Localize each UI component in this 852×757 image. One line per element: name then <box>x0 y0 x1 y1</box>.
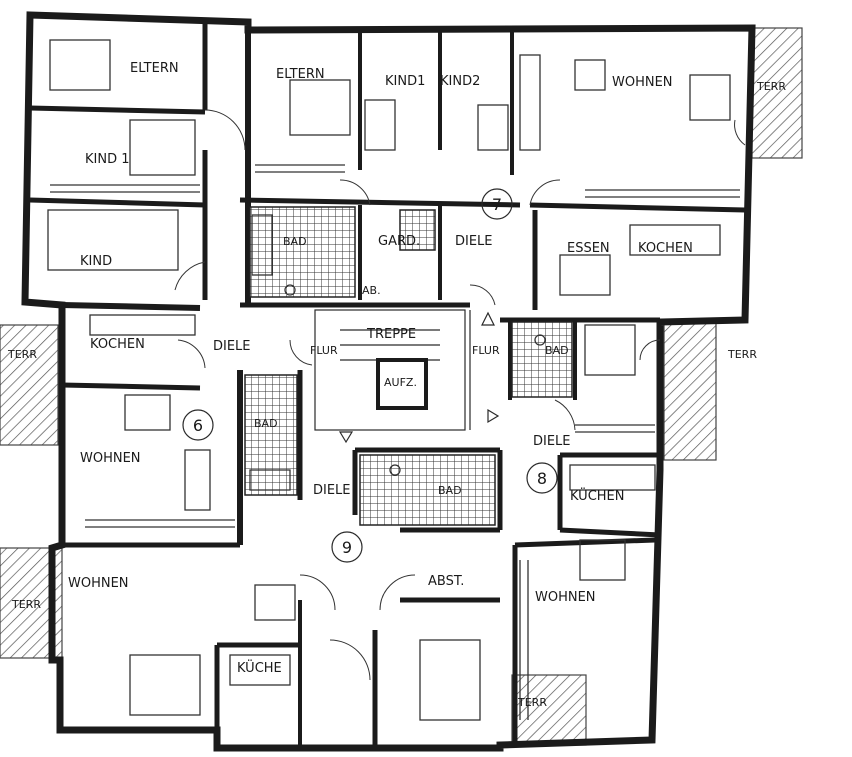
room-label-kind2-top: KIND2 <box>440 74 480 89</box>
room-label-wohnen-7: WOHNEN <box>612 75 673 90</box>
stair-arrows <box>338 311 500 444</box>
room-label-bad-6: BAD <box>254 417 278 430</box>
unit-number-7: 7 <box>492 195 502 214</box>
room-label-eltern-2: ELTERN <box>276 67 325 82</box>
room-labels: ELTERN KIND 1 KIND ELTERN KIND1 KIND2 WO… <box>7 61 786 709</box>
room-label-bad-7: BAD <box>283 235 307 248</box>
room-label-gard: GARD. <box>378 234 420 249</box>
room-label-ab: AB. <box>362 284 381 297</box>
room-label-terr-top-right: TERR <box>756 80 786 93</box>
room-label-essen: ESSEN <box>567 241 610 256</box>
room-label-kuchen-8: KÜCHEN <box>570 487 624 504</box>
unit-number-8: 8 <box>537 469 547 488</box>
room-label-wohnen-9: WOHNEN <box>68 576 129 591</box>
room-label-diele-8: DIELE <box>533 434 571 449</box>
room-label-kochen-7: KOCHEN <box>638 241 693 256</box>
room-label-flur-left: FLUR <box>310 344 338 357</box>
room-label-diele-7: DIELE <box>455 234 493 249</box>
room-label-diele-6: DIELE <box>213 339 251 354</box>
interior-walls <box>29 22 746 745</box>
room-label-aufz: AUFZ. <box>384 376 417 389</box>
room-label-wohnen-6: WOHNEN <box>80 451 141 466</box>
furniture <box>47 39 740 721</box>
room-label-flur-right: FLUR <box>472 344 500 357</box>
doors <box>174 109 746 681</box>
room-label-kuche-9: KÜCHE <box>237 659 282 676</box>
room-label-kind-left: KIND <box>80 254 112 269</box>
unit-number-9: 9 <box>342 538 352 557</box>
room-label-wohnen-8: WOHNEN <box>535 590 596 605</box>
room-label-kind1-top: KIND1 <box>385 74 425 89</box>
room-label-terr-bottom: TERR <box>517 696 547 709</box>
stair-core <box>314 309 471 431</box>
room-label-treppe: TREPPE <box>366 327 416 342</box>
room-label-kochen-6: KOCHEN <box>90 337 145 352</box>
room-label-abst: ABST. <box>428 574 464 589</box>
room-label-bad-8: BAD <box>545 344 569 357</box>
room-label-terr-left: TERR <box>7 348 37 361</box>
bathrooms <box>244 206 573 526</box>
room-label-kind1-left: KIND 1 <box>85 152 130 167</box>
room-label-terr-right: TERR <box>727 348 757 361</box>
room-label-terr-bottom-left: TERR <box>11 598 41 611</box>
unit-markers: 7 6 8 9 <box>182 188 558 563</box>
terraces <box>0 27 803 746</box>
outer-walls <box>21 11 756 752</box>
unit-number-6: 6 <box>193 416 203 435</box>
room-label-eltern-1: ELTERN <box>130 61 179 76</box>
room-label-bad-9: BAD <box>438 484 462 497</box>
room-label-diele-9: DIELE <box>313 483 351 498</box>
